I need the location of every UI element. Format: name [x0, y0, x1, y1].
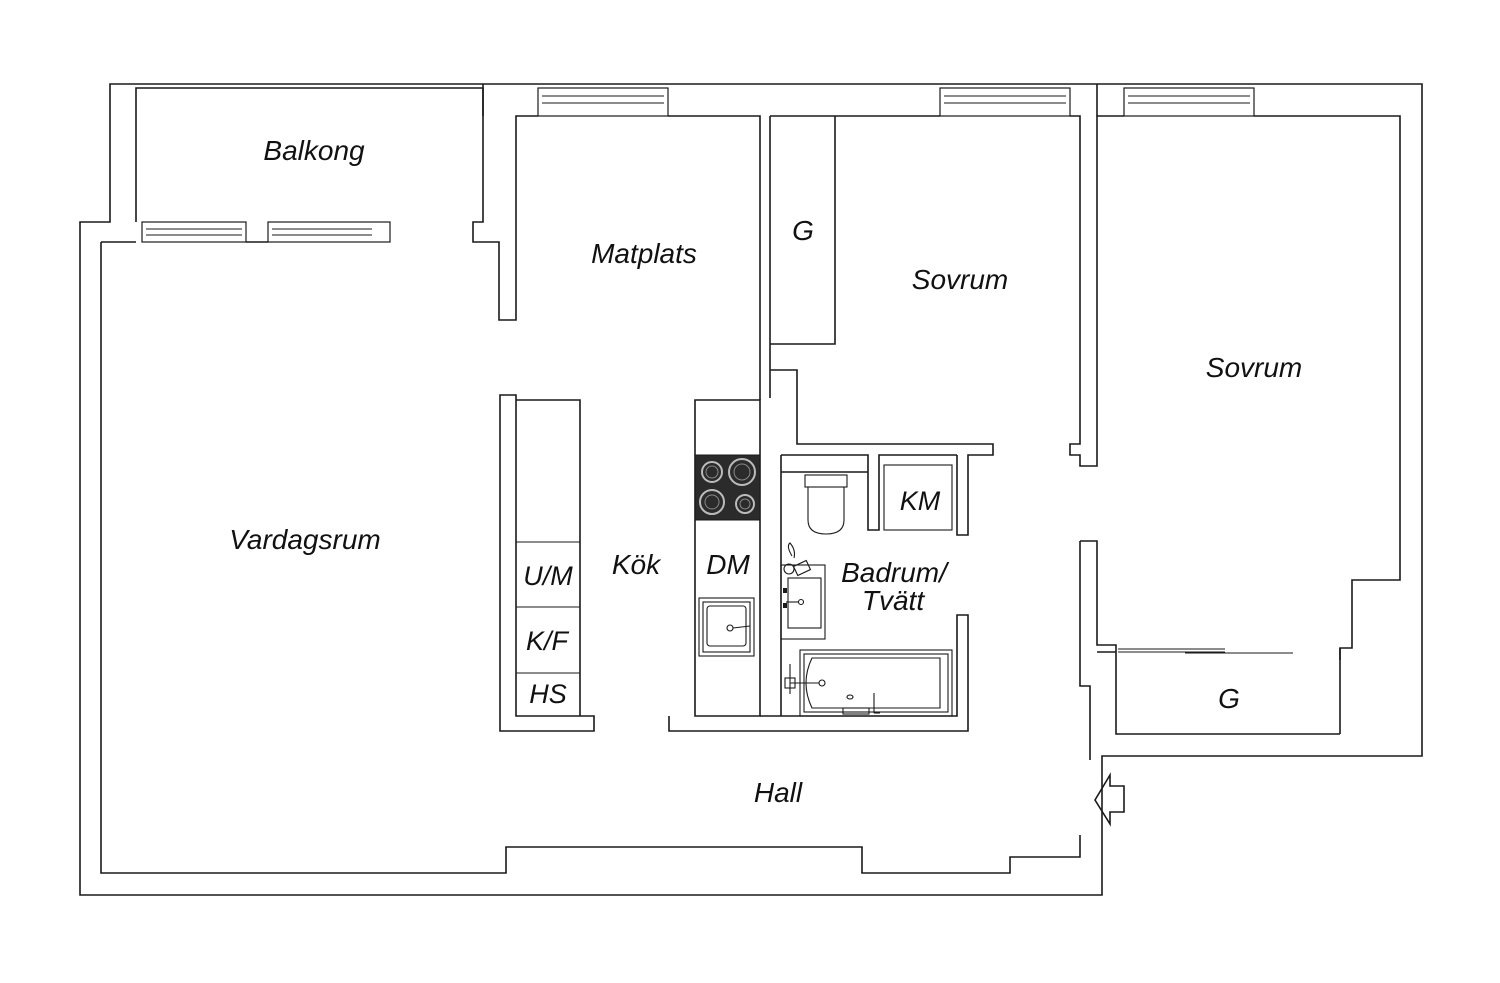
- room-label-balkong: Balkong: [263, 135, 365, 166]
- kitchen-walls: [499, 394, 969, 732]
- toilet-icon: [804, 474, 848, 535]
- appliance-label-dm: DM: [706, 549, 750, 580]
- bedroom-1-walls: [769, 116, 994, 716]
- room-label-matplats: Matplats: [591, 238, 697, 269]
- room-label-sovrum-2: Sovrum: [1206, 352, 1302, 383]
- room-label-vardagsrum: Vardagsrum: [229, 524, 380, 555]
- room-label-wardrobe-top: G: [792, 215, 814, 246]
- room-label-wardrobe-bottom: G: [1218, 683, 1240, 714]
- balcony: [135, 87, 538, 321]
- bedroom-2-walls: [1079, 540, 1341, 760]
- bathtub-icon: [784, 649, 953, 717]
- room-label-kok: Kök: [612, 549, 662, 580]
- entrance-arrow-icon: [1094, 772, 1125, 827]
- washbasin-icon: [780, 542, 826, 640]
- balcony-windows: [101, 221, 391, 243]
- north-windows: [537, 84, 1401, 734]
- room-label-tvatt: Tvätt: [862, 585, 925, 616]
- room-label-sovrum-1: Sovrum: [912, 264, 1008, 295]
- appliance-label-km: KM: [900, 486, 941, 516]
- room-label-hall: Hall: [754, 777, 803, 808]
- room-label-badrum: Badrum/: [841, 557, 950, 588]
- stove-icon: [694, 454, 761, 521]
- kitchen-sink-icon: [698, 597, 755, 657]
- appliance-label-hs: HS: [529, 679, 567, 709]
- appliance-label-um: U/M: [523, 561, 573, 591]
- appliance-label-kf: K/F: [526, 626, 570, 656]
